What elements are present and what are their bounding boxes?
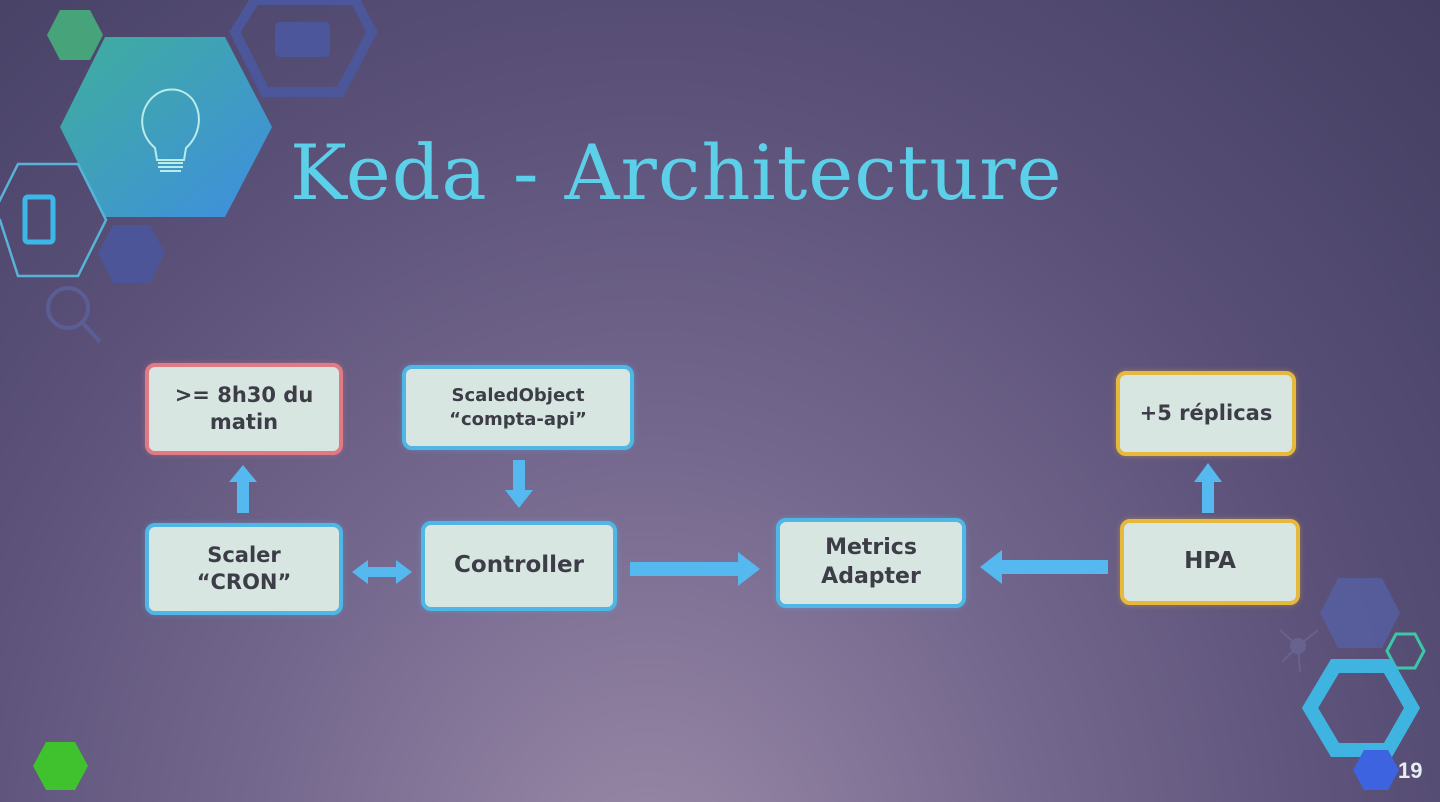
adapter-label: Adapter	[821, 564, 921, 589]
scaled-object-label: ScaledObject	[451, 385, 585, 407]
condition-node: >= 8h30 du matin	[145, 363, 343, 455]
thumbs-up-icon	[275, 22, 330, 57]
arrow-scaler-controller-bidirectional	[352, 560, 412, 584]
decorative-hexagons-top-left	[0, 0, 378, 344]
hpa-label: HPA	[1184, 548, 1236, 575]
scaler-type: “CRON”	[196, 570, 292, 594]
slide-title: Keda - Architecture	[290, 128, 1063, 217]
scaler-node: Scaler “CRON”	[145, 523, 343, 615]
arrow-scaledobject-to-controller	[505, 460, 533, 508]
metrics-label: Metrics	[825, 535, 917, 561]
controller-label: Controller	[454, 552, 584, 579]
replicas-node: +5 réplicas	[1116, 371, 1296, 456]
arrow-scaler-to-condition	[229, 465, 257, 513]
arrow-hpa-to-replicas	[1194, 463, 1222, 513]
controller-node: Controller	[421, 521, 617, 611]
replicas-label: +5 réplicas	[1139, 400, 1273, 425]
green-hexagon-bottom-left	[33, 742, 88, 790]
arrow-hpa-to-metrics	[980, 550, 1108, 584]
green-hexagon	[47, 10, 103, 60]
hpa-node: HPA	[1120, 519, 1300, 605]
arrow-controller-to-metrics	[630, 552, 760, 586]
page-number: 19	[1398, 758, 1423, 783]
lightbulb-icon	[141, 88, 200, 172]
condition-label: >= 8h30 du matin	[174, 382, 314, 434]
search-icon	[46, 286, 102, 344]
scaler-label: Scaler	[207, 542, 281, 567]
phone-hexagon	[0, 162, 108, 278]
decorative-hexagons-bottom-right	[1279, 578, 1426, 790]
thumbs-up-hexagon	[229, 0, 378, 97]
scaled-object-name: “compta-api”	[449, 408, 587, 430]
scaled-object-node: ScaledObject“compta-api”	[402, 365, 634, 450]
phone-icon	[22, 194, 56, 245]
network-icon	[1279, 629, 1319, 673]
